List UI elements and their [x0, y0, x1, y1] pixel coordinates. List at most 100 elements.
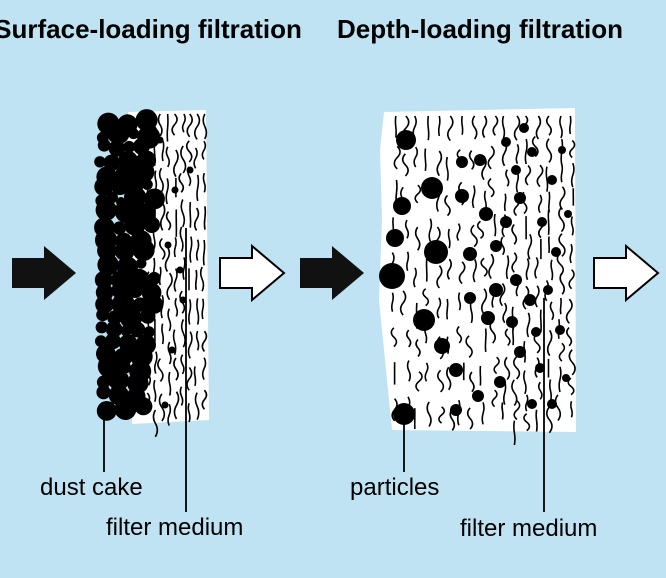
fiber [187, 331, 193, 359]
fiber [537, 381, 543, 400]
dust-particle [108, 369, 130, 391]
fiber [558, 233, 566, 257]
fiber [537, 194, 543, 214]
fiber [527, 233, 533, 260]
fiber [565, 298, 573, 324]
fiber [404, 219, 410, 239]
fiber [554, 394, 562, 421]
dust-particle [97, 138, 111, 152]
fiber [203, 206, 207, 230]
fiber [524, 394, 529, 412]
fiber [171, 113, 178, 136]
fiber [153, 351, 158, 374]
particle [464, 292, 476, 304]
particle [386, 229, 404, 247]
fiber [414, 226, 421, 251]
fiber [173, 149, 179, 178]
fiber [461, 115, 464, 135]
fiber [504, 328, 511, 346]
fiber [505, 255, 510, 280]
particle [501, 137, 511, 147]
fiber [456, 325, 463, 344]
fiber [193, 366, 197, 386]
fiber [406, 251, 410, 272]
fiber [558, 342, 566, 362]
fiber [444, 194, 451, 217]
inlet-arrow-right [300, 246, 364, 300]
fiber [559, 272, 566, 295]
fiber [503, 381, 507, 405]
dust-particle [107, 310, 122, 326]
dust-particle [96, 375, 111, 389]
fiber [391, 292, 394, 312]
dust-particle [94, 270, 113, 289]
fiber [154, 170, 158, 190]
particle [456, 156, 468, 168]
fiber [523, 412, 531, 432]
fiber [545, 166, 549, 192]
fiber [180, 319, 186, 348]
fiber [189, 236, 193, 263]
fiber [539, 309, 542, 333]
fiber [415, 338, 421, 358]
fiber [535, 409, 538, 432]
fiber [502, 302, 508, 324]
fiber [173, 268, 178, 292]
fiber [570, 162, 575, 188]
fiber [466, 407, 474, 430]
fiber [447, 228, 451, 249]
particle [463, 247, 477, 261]
fiber [472, 259, 477, 283]
fiber [173, 357, 179, 381]
fiber [569, 115, 572, 135]
fiber [186, 113, 193, 138]
fiber [165, 211, 172, 231]
particles [379, 123, 572, 425]
medium-particle [168, 346, 176, 354]
fiber [401, 153, 409, 177]
fiber [446, 258, 452, 280]
fiber [523, 370, 527, 395]
particle [562, 374, 570, 382]
dust-particle [147, 271, 161, 285]
dust-particle [97, 254, 119, 276]
fiber [531, 135, 539, 158]
fiber [194, 392, 200, 420]
dust-particle [134, 397, 153, 416]
particle [489, 283, 503, 297]
filter-medium-label-right: filter medium [460, 515, 598, 542]
fiber [524, 165, 532, 186]
fiber [161, 323, 165, 345]
fiber [153, 379, 157, 402]
particle [514, 346, 526, 358]
dust-particle [132, 239, 155, 261]
fiber [570, 216, 574, 236]
fiber [488, 253, 495, 279]
fiber [536, 164, 544, 188]
dust-particle [143, 216, 160, 233]
fiber [481, 115, 488, 139]
fiber [180, 354, 185, 375]
fiber [511, 223, 518, 245]
fiber [492, 115, 499, 136]
particle [490, 240, 502, 252]
fiber [399, 290, 407, 316]
fiber [413, 267, 417, 288]
fiber [436, 150, 443, 177]
fiber [167, 341, 172, 365]
particle [547, 399, 557, 409]
fiber [428, 218, 433, 242]
particle [551, 247, 561, 257]
fiber [394, 115, 397, 138]
fiber [179, 226, 184, 252]
fiber [480, 257, 488, 277]
dust-particle [128, 128, 139, 140]
fiber [500, 236, 506, 256]
particle [506, 316, 518, 328]
fiber [545, 115, 553, 136]
right-fibers [389, 115, 576, 446]
fiber [178, 172, 185, 193]
fiber [174, 297, 179, 317]
particle [527, 147, 537, 157]
dust-particle [112, 221, 127, 235]
